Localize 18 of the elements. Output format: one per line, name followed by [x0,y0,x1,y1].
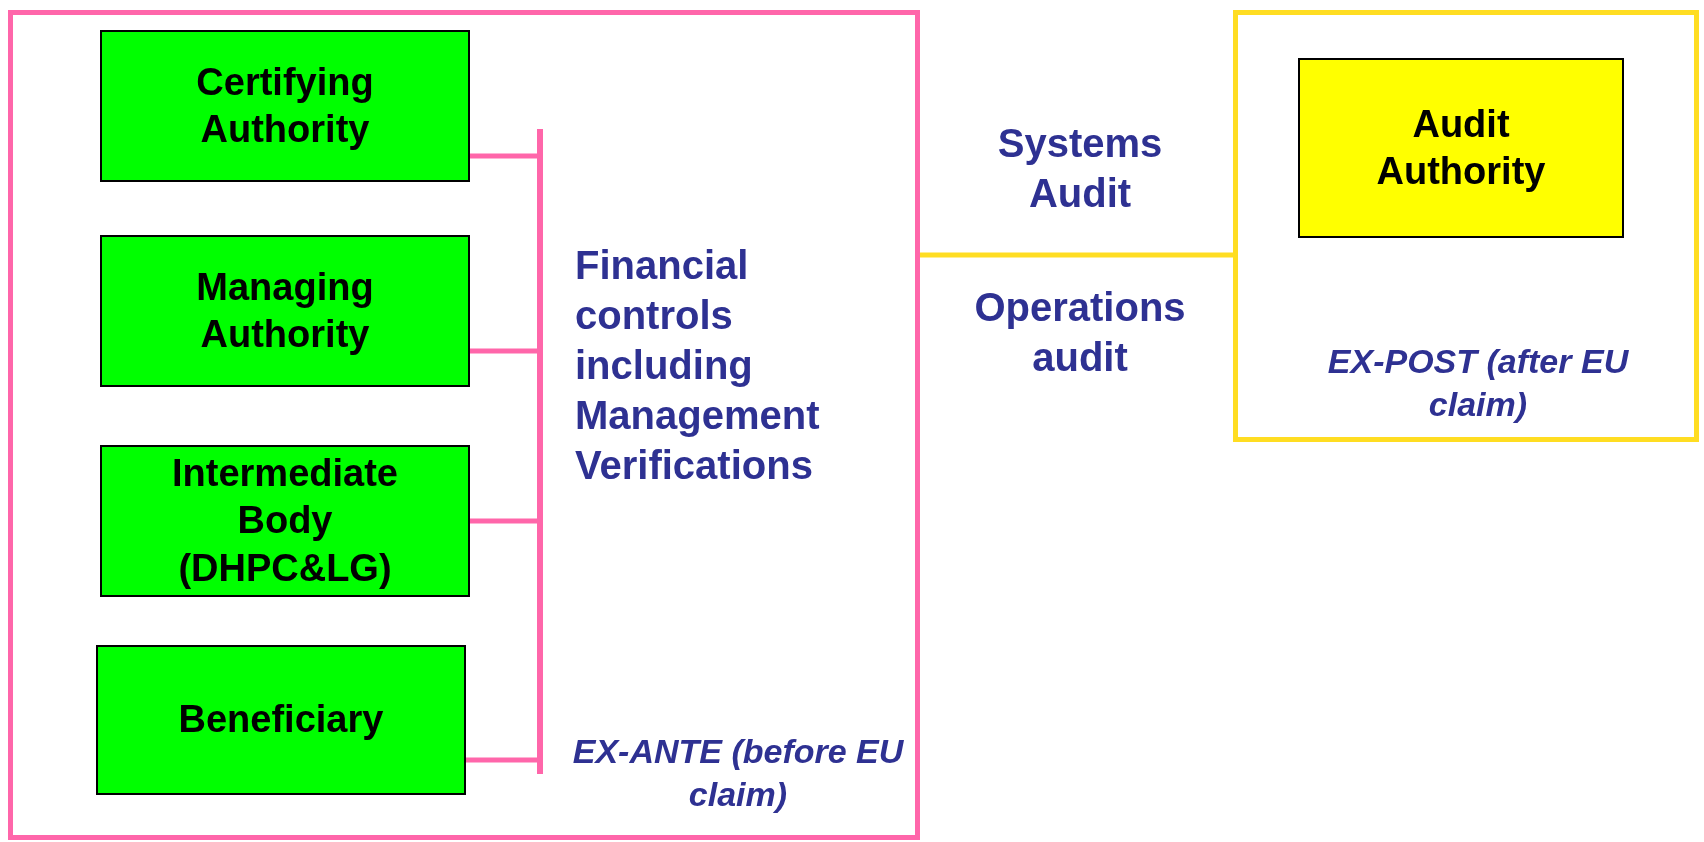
group-caption: EX-POST (after EU claim) [1326,341,1630,425]
connector-line [470,518,537,524]
connector-line [466,757,537,763]
connector-line [470,153,537,159]
annotation-text: Operations audit [973,284,1187,381]
authority-box: Intermediate Body (DHPC&LG) [100,445,470,597]
authority-box: Certifying Authority [100,30,470,182]
group-caption: EX-ANTE (before EU claim) [571,731,905,815]
bracket-bar [537,129,543,774]
connector-line [470,348,537,354]
authority-box: Managing Authority [100,235,470,387]
group-frame [1233,10,1699,442]
annotation-text: Systems Audit [996,120,1164,217]
group-frame [8,10,920,840]
authority-box: Beneficiary [96,645,466,795]
connector-line [920,252,1233,258]
annotation-text: Financial controls including Management Verifications [575,242,821,489]
authority-box: Audit Authority [1298,58,1624,238]
